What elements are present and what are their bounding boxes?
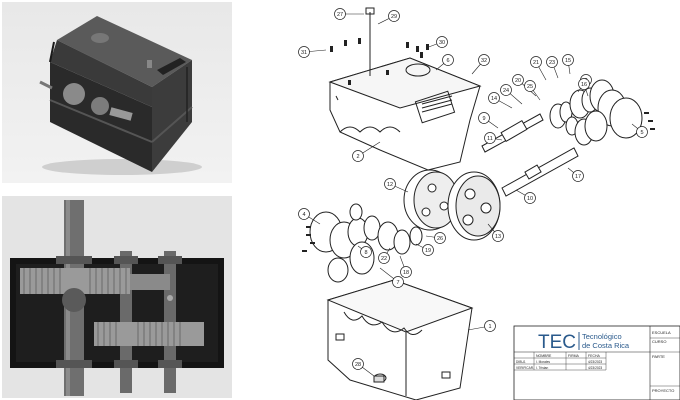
label-curso: CURSO bbox=[652, 339, 666, 344]
callout-label-16: 16 bbox=[581, 82, 587, 88]
callouts-layer: 1234567891011121314151617181920212223242… bbox=[298, 8, 648, 377]
callout-label-9: 9 bbox=[482, 116, 485, 122]
callout-balloon-10 bbox=[524, 192, 536, 204]
callout-label-4: 4 bbox=[302, 212, 305, 218]
callout-label-21: 21 bbox=[533, 60, 539, 66]
callout-label-19: 19 bbox=[425, 248, 431, 254]
callout-balloon-26 bbox=[434, 232, 446, 244]
callout-balloon-32 bbox=[478, 54, 490, 66]
org-line-2: de Costa Rica bbox=[582, 341, 630, 350]
callout-label-22: 22 bbox=[381, 256, 387, 262]
callout-balloon-25 bbox=[524, 80, 536, 92]
callout-balloon-27 bbox=[334, 8, 346, 20]
exploded-view-svg: 1234567891011121314151617181920212223242… bbox=[298, 7, 680, 400]
col-firma: FIRMA bbox=[568, 354, 580, 358]
drain-plug bbox=[373, 373, 387, 383]
row2-role: VERIFICAR. bbox=[516, 366, 534, 370]
callout-balloon-19 bbox=[422, 244, 434, 256]
callout-label-10: 10 bbox=[527, 196, 533, 202]
callout-balloon-4 bbox=[298, 208, 310, 220]
callout-balloon-28 bbox=[352, 358, 364, 370]
callout-balloon-7 bbox=[392, 276, 404, 288]
callout-balloon-15 bbox=[562, 54, 574, 66]
callout-balloon-11 bbox=[484, 132, 496, 144]
callout-balloon-12 bbox=[384, 178, 396, 190]
col-nombre: NOMBRE bbox=[536, 354, 552, 358]
upper-housing bbox=[328, 57, 482, 171]
gearbox-section-svg bbox=[10, 200, 224, 396]
row2-date: 4/23/2023 bbox=[588, 366, 602, 370]
callout-label-32: 32 bbox=[481, 58, 487, 64]
callout-label-17: 17 bbox=[575, 174, 581, 180]
callout-balloon-13 bbox=[492, 230, 504, 242]
callout-label-11: 11 bbox=[487, 136, 493, 142]
callout-label-28: 28 bbox=[355, 362, 361, 368]
callout-balloon-17 bbox=[572, 170, 584, 182]
callout-label-27: 27 bbox=[337, 12, 343, 18]
bearings-left bbox=[309, 203, 423, 283]
callout-label-8: 8 bbox=[364, 250, 367, 256]
callout-balloon-31 bbox=[298, 46, 310, 58]
bolts-top bbox=[330, 38, 429, 85]
label-escuela: ESCUELA bbox=[652, 330, 671, 335]
gearbox-render-section bbox=[2, 196, 232, 398]
org-line-1: Tecnológico bbox=[582, 332, 622, 341]
callout-balloon-22 bbox=[378, 252, 390, 264]
callout-label-25: 25 bbox=[527, 84, 533, 90]
callout-label-1: 1 bbox=[488, 324, 491, 330]
callout-label-14: 14 bbox=[491, 96, 497, 102]
callout-label-31: 31 bbox=[301, 50, 307, 56]
row1-date: 4/23/2023 bbox=[588, 360, 602, 364]
shaft-9 bbox=[481, 113, 544, 153]
label-parte: PARTE bbox=[652, 354, 665, 359]
callout-label-6: 6 bbox=[446, 58, 449, 64]
callout-label-20: 20 bbox=[515, 78, 521, 84]
callout-balloon-20 bbox=[512, 74, 524, 86]
callout-label-29: 29 bbox=[391, 14, 397, 20]
row1-name: I. Morales bbox=[536, 360, 550, 364]
callout-balloon-2 bbox=[352, 150, 364, 162]
callout-balloon-8 bbox=[360, 246, 372, 258]
exploded-assembly-drawing: 1234567891011121314151617181920212223242… bbox=[240, 0, 680, 400]
callout-balloon-24 bbox=[500, 84, 512, 96]
callout-label-5: 5 bbox=[640, 130, 643, 136]
callout-balloon-1 bbox=[484, 320, 496, 332]
gear-12 bbox=[403, 169, 459, 231]
callout-label-26: 26 bbox=[437, 236, 443, 242]
gearbox-closed-svg bbox=[39, 16, 202, 175]
gearbox-render-closed bbox=[2, 2, 232, 183]
tec-logo-text: TEC bbox=[538, 332, 576, 353]
callout-balloon-6 bbox=[442, 54, 454, 66]
callout-label-23: 23 bbox=[549, 60, 555, 66]
gear-13 bbox=[447, 171, 501, 241]
callout-label-30: 30 bbox=[439, 40, 445, 46]
callout-label-24: 24 bbox=[503, 88, 509, 94]
shaft-10 bbox=[501, 147, 579, 197]
callout-balloon-30 bbox=[436, 36, 448, 48]
callout-balloon-16 bbox=[578, 78, 590, 90]
lower-housing bbox=[326, 279, 474, 400]
col-fecha: FECHA bbox=[588, 354, 601, 358]
title-block: TEC Tecnológico de Costa Rica NOMBRE FIR… bbox=[513, 325, 680, 400]
callout-label-13: 13 bbox=[495, 234, 501, 240]
callout-label-15: 15 bbox=[565, 58, 571, 64]
breather-rod bbox=[365, 7, 375, 76]
callout-label-7: 7 bbox=[396, 280, 399, 286]
callout-balloon-14 bbox=[488, 92, 500, 104]
label-proyecto: PROYECTO bbox=[652, 388, 674, 393]
callout-label-12: 12 bbox=[387, 182, 393, 188]
callout-label-18: 18 bbox=[403, 270, 409, 276]
row2-name: I. Tristan bbox=[536, 366, 548, 370]
callout-balloon-5 bbox=[636, 126, 648, 138]
bolts-left bbox=[302, 112, 655, 252]
callout-label-2: 2 bbox=[356, 154, 359, 160]
callout-balloon-29 bbox=[388, 10, 400, 22]
row1-role: DIBUJ. bbox=[516, 360, 526, 364]
callout-balloon-9 bbox=[478, 112, 490, 124]
callout-balloon-23 bbox=[546, 56, 558, 68]
callout-balloon-21 bbox=[530, 56, 542, 68]
callout-balloon-18 bbox=[400, 266, 412, 278]
bearings-right bbox=[549, 79, 643, 146]
